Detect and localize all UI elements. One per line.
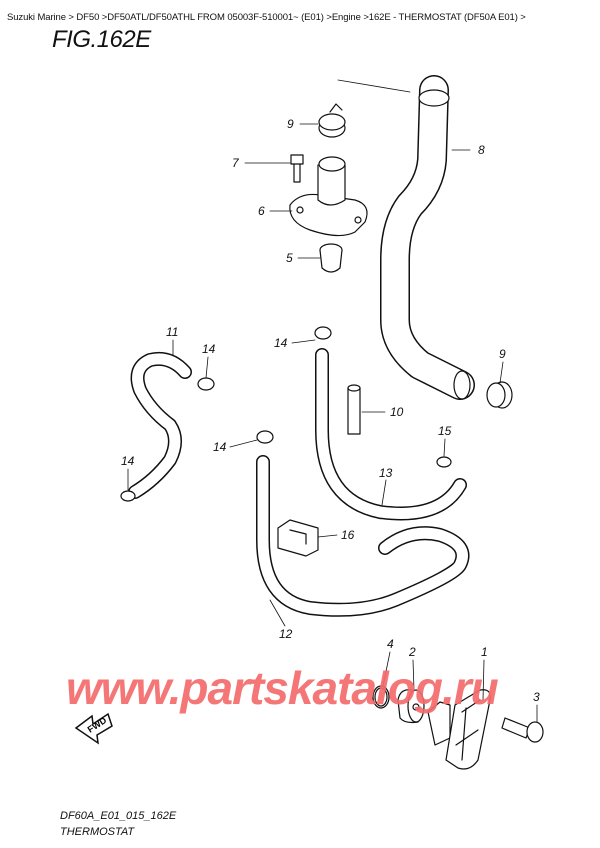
part-14-clamp [120,326,332,502]
part-3-bolt [501,717,544,743]
callout-7: 7 [232,156,240,170]
part-16-holder [277,519,319,557]
breadcrumb[interactable]: Suzuki Marine > DF50 >DF50ATL/DF50ATHL F… [7,12,526,23]
callout-5: 5 [286,251,293,265]
part-6-cover [289,156,368,237]
part-7-bolt [290,154,304,183]
callout-10: 10 [390,405,404,419]
leader-lines [127,79,538,723]
part-15-clamp [436,456,452,468]
part-9-clamp [318,103,346,138]
part-10-tube [347,384,361,435]
diagram-caption: THERMOSTAT [60,826,135,838]
part-12-hose [256,455,470,617]
callout-14: 14 [274,336,288,350]
callout-14: 14 [202,342,216,356]
diagram-code: DF60A_E01_015_162E [60,810,177,822]
callout-1: 1 [481,645,488,659]
callout-15: 15 [438,424,452,438]
part-2-thermostat [397,689,425,724]
callout-9: 9 [287,117,294,131]
callout-12: 12 [279,627,293,641]
callout-2: 2 [408,645,416,659]
callout-6: 6 [258,204,265,218]
callout-8: 8 [478,143,485,157]
part-13-hose [315,348,467,521]
callout-16: 16 [341,528,355,542]
callout-14: 14 [213,440,227,454]
callout-13: 13 [379,466,393,480]
figure-title: FIG.162E [52,26,151,53]
part-5-thermostat [319,243,343,273]
callout-9: 9 [499,347,506,361]
callout-14: 14 [121,454,135,468]
part-11-hose [128,351,192,499]
fwd-arrow-icon: FWD [74,712,113,745]
callout-4: 4 [387,637,394,651]
callout-11: 11 [166,325,178,339]
callout-3: 3 [533,690,540,704]
part-1-housing [427,689,491,770]
part-8-hose [380,75,475,400]
part-9-clamp [486,381,513,409]
part-4-o-ring [372,685,390,709]
watermark: www.partskatalog.ru [66,662,499,714]
callout-labels: 9 8 7 6 5 11 14 14 9 10 15 14 14 13 16 1… [121,117,540,704]
